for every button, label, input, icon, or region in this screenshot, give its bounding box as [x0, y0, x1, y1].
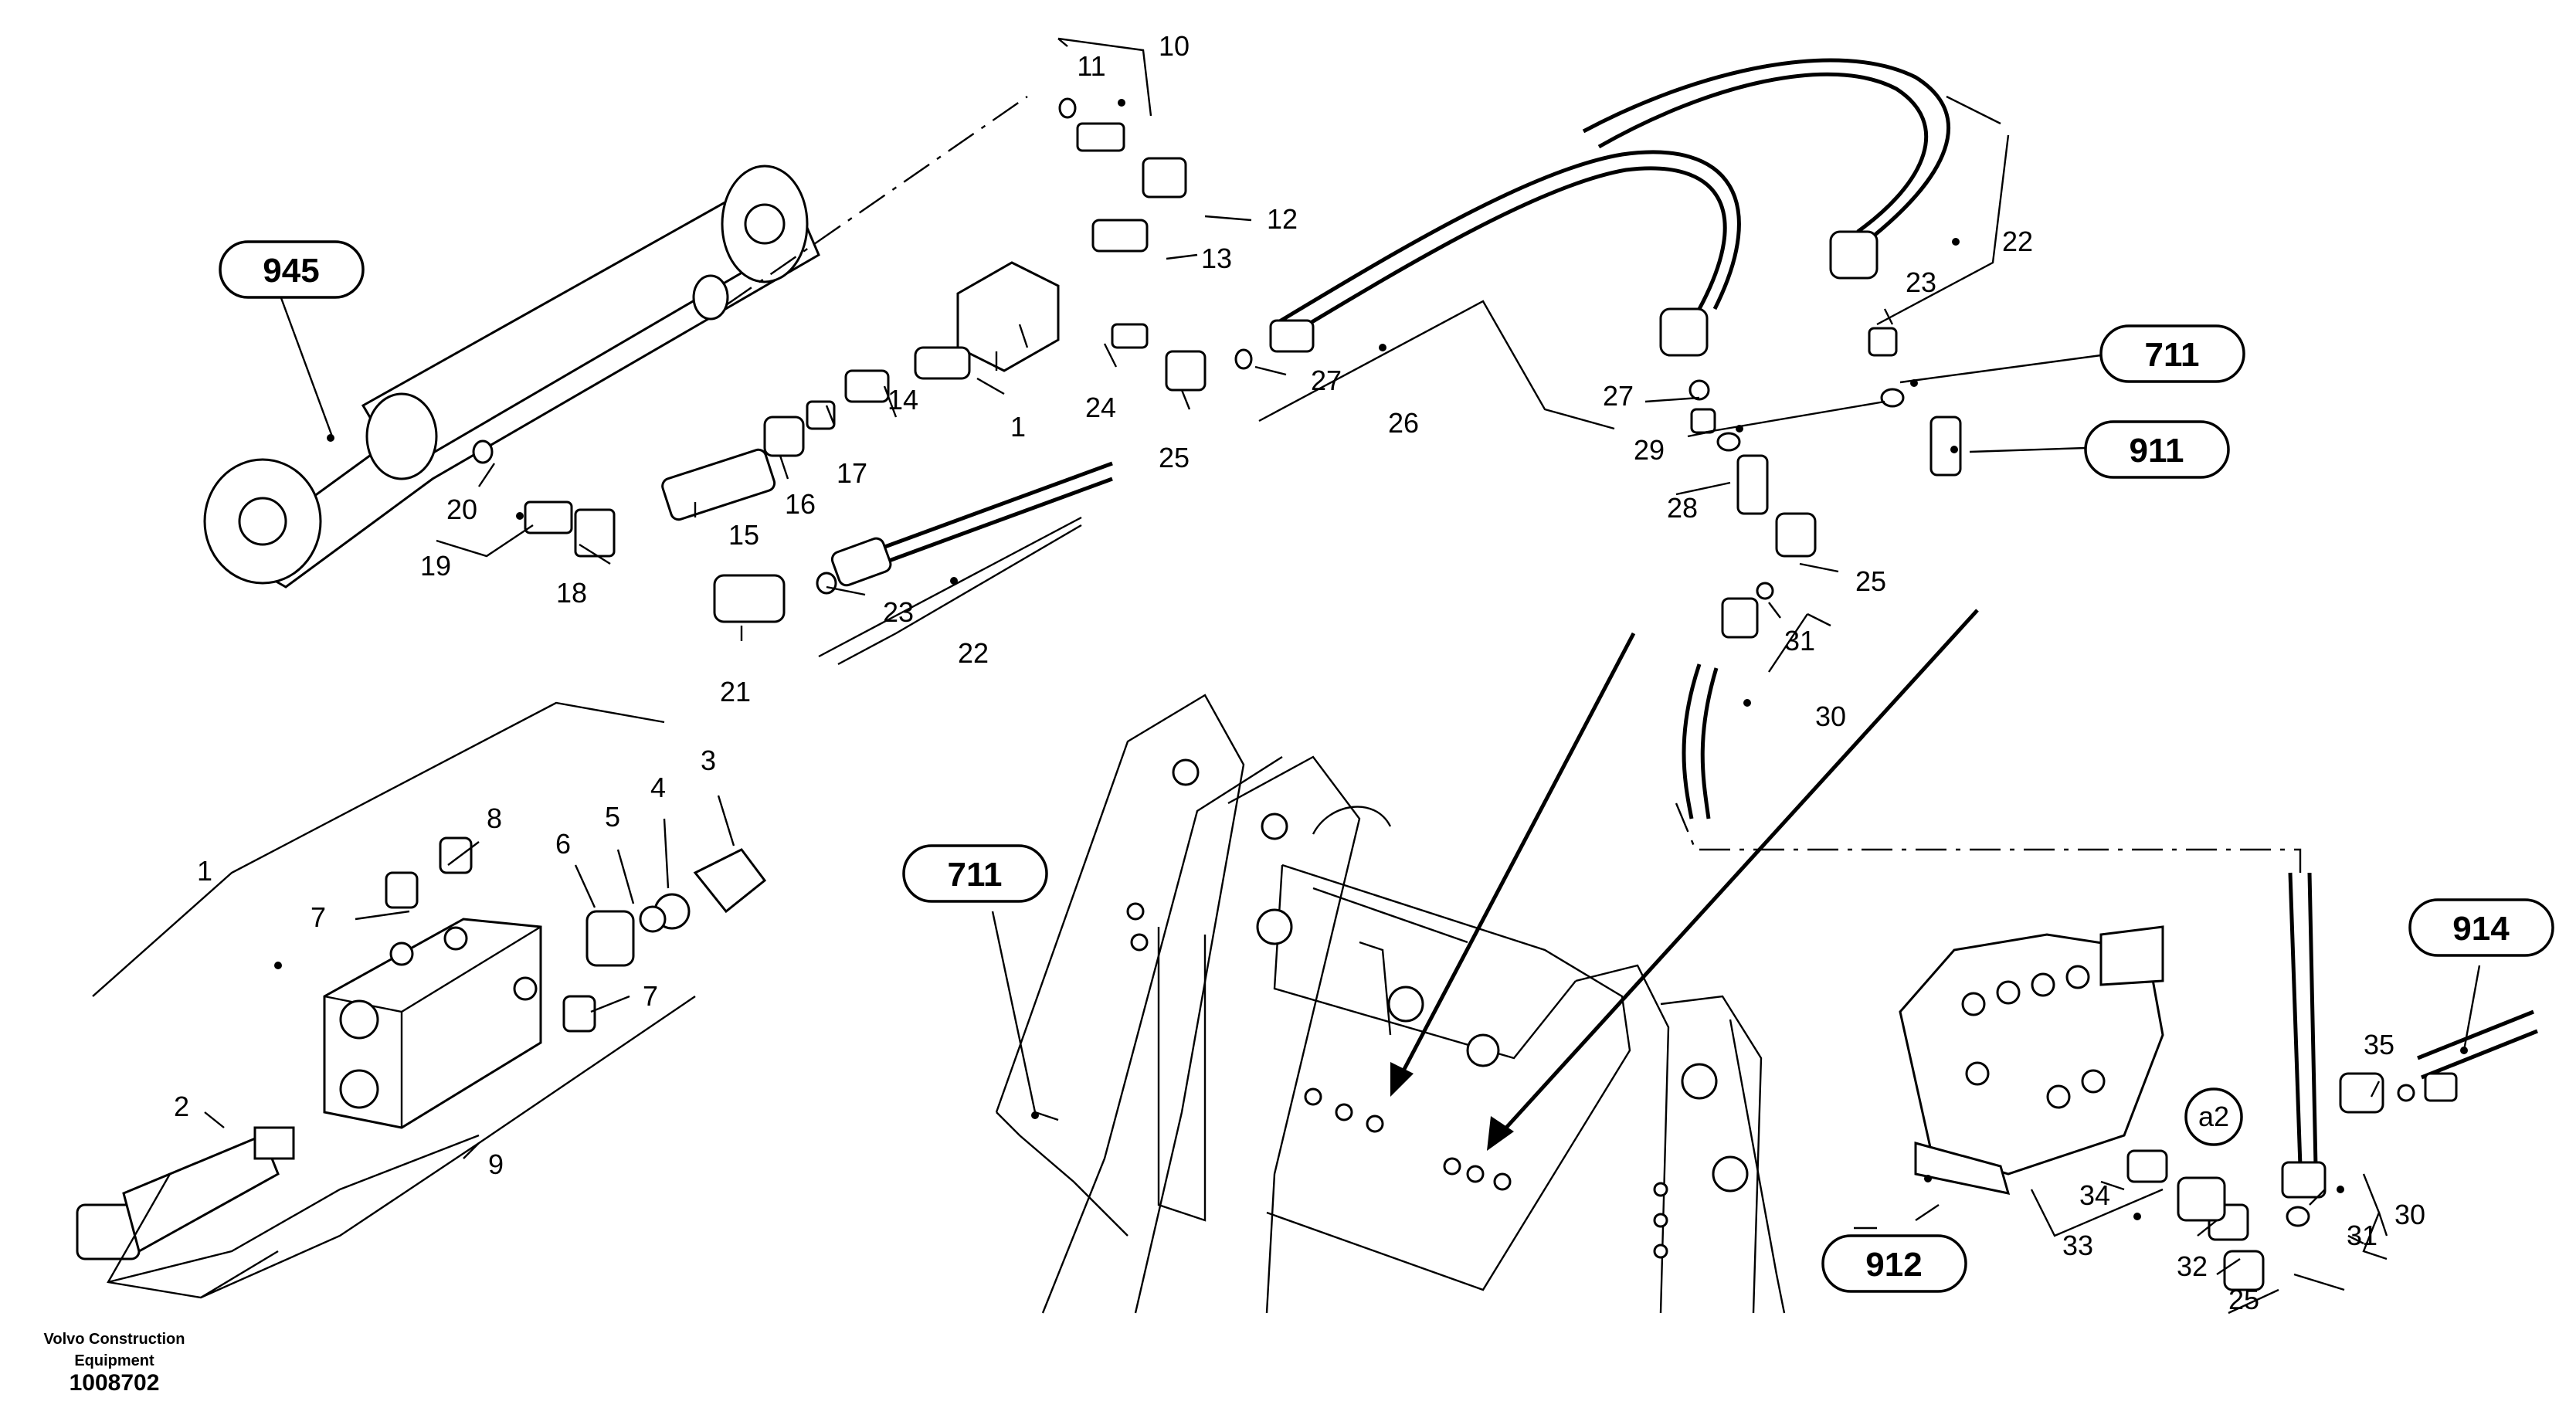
callout-34: 34 — [2079, 1179, 2110, 1211]
callout-30-top: 30 — [1815, 701, 1846, 732]
callout-22-left: 22 — [958, 637, 989, 669]
callout-8: 8 — [487, 802, 502, 834]
callout-6: 6 — [555, 828, 571, 860]
callout-7-lower: 7 — [643, 980, 658, 1012]
routing-arrows — [1390, 609, 1979, 1151]
callout-28: 28 — [1667, 492, 1698, 524]
callout-7-upper: 7 — [311, 901, 326, 933]
callout-10: 10 — [1159, 30, 1190, 62]
callout-27-mid: 27 — [1603, 380, 1634, 412]
hose-22-lower — [830, 461, 1113, 587]
callout-2: 2 — [174, 1091, 189, 1122]
callout-17: 17 — [837, 457, 867, 489]
callout-3: 3 — [701, 745, 716, 776]
callout-23-left: 23 — [883, 596, 914, 628]
dot-markers — [274, 99, 2468, 1220]
callout-12: 12 — [1267, 203, 1298, 235]
fittings — [472, 97, 2458, 1291]
callout-25-mid: 25 — [1855, 565, 1886, 597]
callout-labels: 10 11 12 13 1 14 17 16 15 20 19 18 21 23… — [174, 30, 2425, 1315]
leader-lines — [204, 37, 2481, 1315]
callout-19: 19 — [420, 550, 451, 582]
valve-block-bracket — [92, 701, 696, 1299]
footer-company: Volvo Construction — [44, 1331, 185, 1348]
callout-22-right: 22 — [2002, 226, 2033, 257]
ref-911[interactable]: 911 — [2084, 420, 2230, 479]
callout-1-top: 1 — [1010, 411, 1026, 443]
callout-24: 24 — [1085, 392, 1116, 423]
ref-911-label: 911 — [2130, 432, 2184, 470]
callout-4: 4 — [650, 772, 666, 803]
callout-25-top: 25 — [1159, 442, 1190, 473]
callout-23-right: 23 — [1906, 266, 1936, 298]
control-valve — [1899, 925, 2164, 1195]
ref-945[interactable]: 945 — [219, 240, 365, 299]
ref-711-frame-label: 711 — [948, 856, 1003, 894]
callout-31-top: 31 — [1784, 625, 1815, 657]
hydraulic-cylinder — [203, 165, 820, 589]
footer: Volvo Construction Equipment 1008702 — [44, 1331, 185, 1396]
callout-13: 13 — [1201, 243, 1232, 274]
hose-914 — [2417, 1009, 2538, 1080]
callout-29: 29 — [1634, 434, 1665, 466]
callout-25-bottom: 25 — [2228, 1284, 2259, 1315]
callout-32: 32 — [2177, 1250, 2208, 1282]
footer-company-line2: Equipment — [74, 1352, 154, 1369]
callout-27-left: 27 — [1311, 365, 1342, 396]
callout-31-bottom: 31 — [2347, 1220, 2377, 1251]
callout-1-bottom: 1 — [197, 855, 212, 887]
hose-30-lower — [2288, 872, 2318, 1167]
valve-block-detail — [76, 836, 767, 1260]
callout-26: 26 — [1388, 407, 1419, 439]
ref-a2[interactable]: a2 — [2184, 1087, 2243, 1146]
ref-711-frame[interactable]: 711 — [902, 844, 1048, 903]
callout-15: 15 — [728, 519, 759, 551]
loader-frame — [995, 694, 1786, 1314]
ref-914-label: 914 — [2452, 910, 2510, 948]
callout-14: 14 — [888, 384, 918, 416]
callout-21: 21 — [720, 676, 751, 707]
callout-33: 33 — [2062, 1230, 2093, 1261]
ref-945-label: 945 — [263, 252, 319, 290]
callout-20: 20 — [446, 494, 477, 525]
ref-a2-label: a2 — [2198, 1101, 2229, 1132]
footer-drawing-code: 1008702 — [70, 1370, 160, 1396]
hose-top-inner — [1273, 150, 1741, 342]
ref-914[interactable]: 914 — [2408, 898, 2554, 957]
ref-711-top-label: 711 — [2145, 336, 2200, 374]
callout-30-bottom: 30 — [2394, 1199, 2425, 1230]
hose-30-mid — [1682, 663, 1719, 819]
ref-912-label: 912 — [1865, 1246, 1922, 1284]
ref-912[interactable]: 912 — [1821, 1234, 1967, 1293]
hose-top-outer — [1582, 58, 1950, 241]
callout-5: 5 — [605, 801, 620, 833]
callout-18: 18 — [556, 577, 587, 609]
callout-35: 35 — [2364, 1029, 2394, 1060]
callout-11: 11 — [1077, 50, 1105, 82]
ref-711-top[interactable]: 711 — [2099, 324, 2245, 383]
callout-16: 16 — [785, 488, 816, 520]
callout-9: 9 — [488, 1148, 504, 1180]
